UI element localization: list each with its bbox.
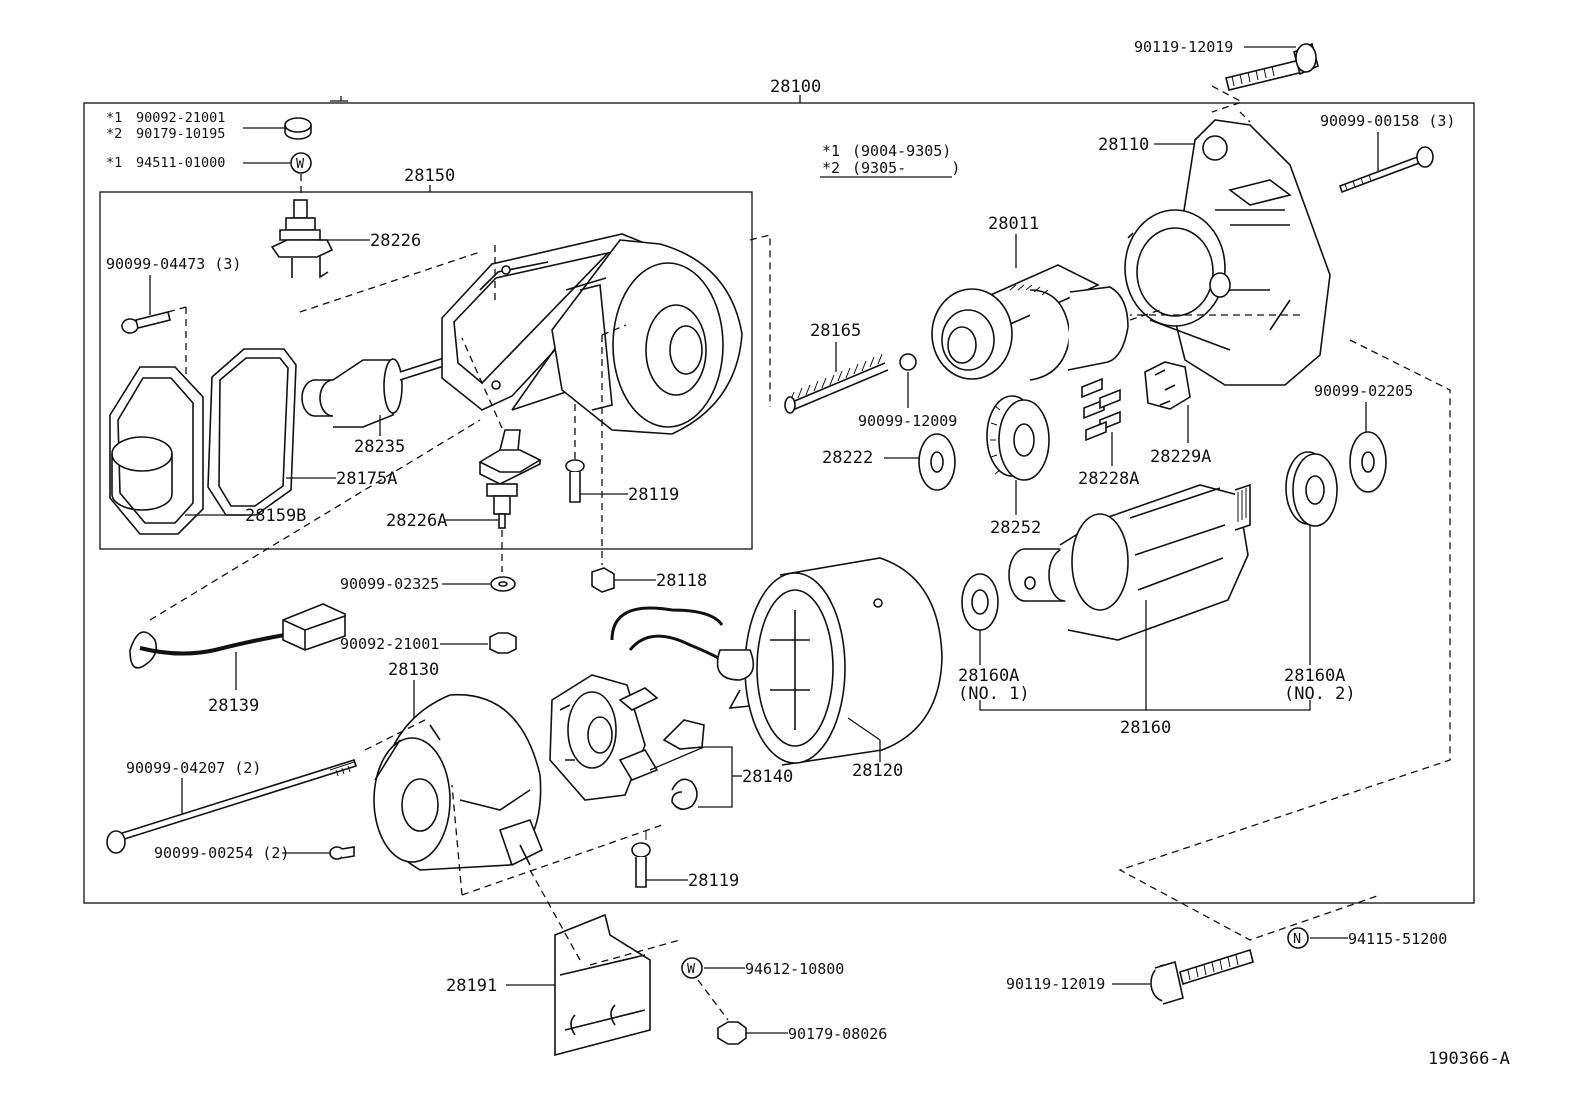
washer-90099-02325: 90099-02325	[340, 575, 516, 593]
svg-text:90092-21001: 90092-21001	[340, 635, 439, 653]
svg-text:28160A: 28160A	[1284, 666, 1345, 686]
through-bolt-90099-04207: 90099-04207 (2)	[106, 759, 358, 854]
assembly-number: 28100	[770, 77, 821, 97]
mount-dashline	[1118, 339, 1451, 941]
terminal-28226: 28226	[270, 199, 481, 313]
svg-text:*1: *1	[822, 142, 840, 160]
svg-text:28119: 28119	[628, 485, 679, 505]
svg-text:(NO. 2): (NO. 2)	[1284, 684, 1356, 704]
svg-text:28140: 28140	[742, 767, 793, 787]
bolt-90119-12019-top: 90119-12019	[1134, 38, 1319, 123]
svg-text:90099-00254 (2): 90099-00254 (2)	[154, 844, 289, 862]
svg-text:N: N	[1293, 931, 1301, 947]
svg-text:90099-04473 (3): 90099-04473 (3)	[106, 255, 241, 273]
svg-text:28160A: 28160A	[958, 666, 1019, 686]
svg-text:94115-51200: 94115-51200	[1348, 930, 1447, 948]
brush-holder-28140: 28140	[549, 674, 793, 810]
svg-text:90099-02205: 90099-02205	[1314, 382, 1413, 400]
svg-text:90099-02325: 90099-02325	[340, 575, 439, 593]
washer-28222: 28222	[822, 433, 956, 491]
svg-text:28165: 28165	[810, 321, 861, 341]
drive-housing-28110: 28110	[1098, 119, 1331, 386]
svg-text:90119-12019: 90119-12019	[1006, 975, 1105, 993]
contact-28226A: 28226A	[386, 337, 542, 572]
svg-text:90119-12019: 90119-12019	[1134, 38, 1233, 56]
svg-text:90099-00158 (3): 90099-00158 (3)	[1320, 112, 1455, 130]
svg-text:28222: 28222	[822, 448, 873, 468]
nut-90179-08026: 90179-08026	[717, 1021, 887, 1045]
svg-text:(9305- ): (9305- )	[852, 159, 960, 177]
svg-text:28160: 28160	[1120, 718, 1171, 738]
svg-text:(NO. 1): (NO. 1)	[958, 684, 1030, 704]
svg-text:28226: 28226	[370, 231, 421, 251]
nut-94115-51200: N 94115-51200	[1287, 927, 1447, 949]
top-nut-washer-group: *1 90092-21001 *2 90179-10195 *1 94511-0…	[106, 110, 312, 198]
svg-text:90179-08026: 90179-08026	[788, 1025, 887, 1043]
rear-housing-28130: 28130	[364, 660, 663, 896]
clutch-28011: 28011	[931, 214, 1129, 381]
magnetic-switch-housing	[441, 233, 771, 435]
svg-text:28118: 28118	[656, 571, 707, 591]
assembly-frame-28100	[83, 102, 1475, 904]
cover-28159B: 28159B	[109, 366, 306, 535]
bracket-28191: 28191	[446, 869, 681, 1057]
subassembly-frame-28150	[99, 191, 753, 550]
screw-90099-04473: 90099-04473 (3)	[106, 255, 241, 392]
washer-94612-10800: W 94612-10800	[681, 957, 844, 1021]
svg-text:28120: 28120	[852, 761, 903, 781]
svg-text:28252: 28252	[990, 518, 1041, 538]
svg-text:28119: 28119	[688, 871, 739, 891]
lead-wire-28139: 28139	[129, 419, 481, 716]
svg-text:(9004-9305): (9004-9305)	[852, 142, 951, 160]
yoke-28120: 28120	[610, 557, 943, 781]
gear-28252: 28252	[986, 395, 1050, 538]
svg-text:28011: 28011	[988, 214, 1039, 234]
svg-text:90179-10195: 90179-10195	[136, 126, 225, 142]
label-28150: 28150	[404, 166, 455, 186]
gasket-28175A: 28175A	[207, 348, 397, 516]
svg-text:90092-21001: 90092-21001	[136, 110, 225, 126]
svg-text:W: W	[687, 961, 696, 977]
svg-text:*1: *1	[106, 110, 122, 126]
armature-28160: 28160A (NO. 1) 28160A (NO. 2) 28160	[958, 451, 1356, 738]
svg-text:W: W	[296, 156, 305, 172]
svg-text:28110: 28110	[1098, 135, 1149, 155]
svg-text:90099-12009: 90099-12009	[858, 412, 957, 430]
svg-text:28229A: 28229A	[1150, 447, 1211, 467]
screw-28119-bottom: 28119	[631, 830, 739, 891]
svg-text:28139: 28139	[208, 696, 259, 716]
svg-text:28228A: 28228A	[1078, 469, 1139, 489]
drawing-code: 190366-A	[1428, 1049, 1510, 1069]
ball-90099-12009	[899, 353, 917, 371]
bolt-90119-12019-bottom: 90119-12019	[1006, 948, 1254, 1005]
plunger-28235: 28235	[301, 356, 445, 457]
svg-text:28130: 28130	[388, 660, 439, 680]
svg-text:94511-01000: 94511-01000	[136, 155, 225, 171]
svg-text:28159B: 28159B	[245, 506, 306, 526]
bolt-90099-00158: 90099-00158 (3)	[1320, 112, 1455, 194]
date-notes: *1 (9004-9305) *2 (9305- )	[820, 142, 960, 178]
nut-90092-21001	[284, 117, 312, 133]
svg-text:*2: *2	[106, 126, 122, 142]
spring-28165: 28165 90099-12009	[784, 321, 957, 430]
washer-90099-02205: 90099-02205	[1314, 382, 1413, 493]
svg-text:28191: 28191	[446, 976, 497, 996]
springs-28229A: 28229A	[1144, 361, 1211, 467]
svg-text:28226A: 28226A	[386, 511, 447, 531]
svg-text:*1: *1	[106, 155, 122, 171]
part-28118: 28118	[591, 324, 707, 593]
rollers-28228A: 28228A	[1078, 377, 1139, 489]
screw-28119-top: 28119	[565, 404, 679, 505]
svg-text:28175A: 28175A	[336, 469, 397, 489]
svg-text:90099-04207 (2): 90099-04207 (2)	[126, 759, 261, 777]
screw-90099-00254: 90099-00254 (2)	[154, 844, 355, 862]
svg-text:*2: *2	[822, 159, 840, 177]
nut-90092-21001-mid: 90092-21001	[340, 632, 517, 654]
svg-text:28235: 28235	[354, 437, 405, 457]
svg-text:94612-10800: 94612-10800	[745, 960, 844, 978]
washer-94511-icon	[290, 152, 312, 174]
